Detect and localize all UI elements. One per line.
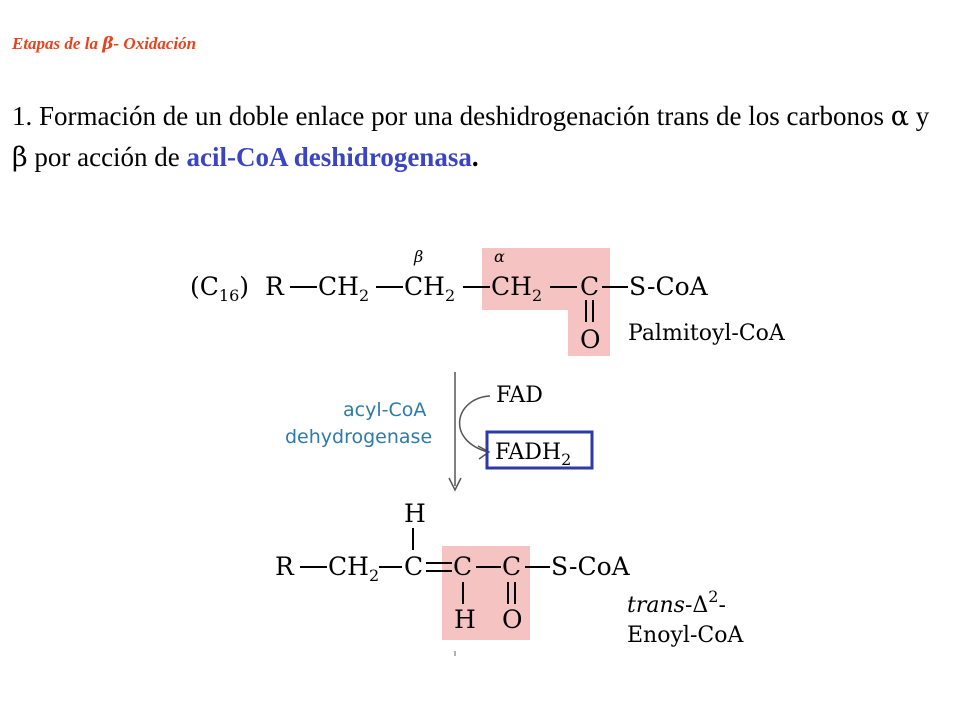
step-period: .: [471, 142, 479, 172]
title-prefix: Etapas de la: [12, 34, 103, 53]
title-suffix: - Oxidación: [113, 34, 197, 53]
reaction-arrow: acyl-CoA dehydrogenase FAD FADH2: [285, 372, 594, 492]
product-scoa: S-CoA: [551, 552, 631, 581]
reactant-r: R: [265, 272, 285, 301]
step-and: y: [908, 101, 930, 131]
enzyme-label-2: dehydrogenase: [285, 426, 432, 448]
beta-label: β: [413, 247, 423, 266]
product-name-2: Enoyl-CoA: [627, 623, 744, 648]
product-carbonyl-c: C: [502, 552, 521, 581]
enzyme-label-1: acyl-CoA: [343, 399, 426, 421]
reactant-ch2-alpha: CH2: [491, 272, 542, 305]
title-beta: β: [102, 34, 114, 54]
c16-label: (C16): [190, 272, 249, 305]
product-c-beta: C: [404, 552, 423, 581]
product-ch2: CH2: [328, 552, 379, 585]
step-text-2: por acción de: [27, 142, 187, 172]
step-description: 1. Formación de un doble enlace por una …: [12, 96, 942, 178]
arrowhead: [448, 477, 462, 492]
fad-label: FAD: [496, 383, 543, 408]
reactant-oxygen: O: [580, 325, 601, 354]
alpha-label: α: [494, 247, 505, 266]
product-top-h: H: [404, 499, 426, 528]
reactant-carbonyl-c: C: [580, 272, 599, 301]
product-bottom-h: H: [454, 605, 476, 634]
beta-symbol: β: [12, 142, 28, 173]
reactant-ch2-beta: CH2: [404, 272, 455, 305]
reactant-name: Palmitoyl-CoA: [628, 321, 786, 346]
alpha-symbol: α: [890, 101, 909, 132]
cofactor-arrow: [459, 395, 491, 453]
product-r: R: [275, 552, 295, 581]
product-structure: H R CH2 C C C S-CoA H O trans-Δ2- Enoyl-…: [275, 499, 744, 656]
fadh2-box: [485, 430, 594, 470]
product-c-alpha: C: [453, 552, 472, 581]
reactant-structure: β α (C16) R CH2 CH2 CH2 C S-CoA O Palmit…: [190, 247, 786, 354]
slide-title: Etapas de la β- Oxidación: [12, 34, 196, 54]
product-name-1: trans-Δ2-: [627, 587, 726, 618]
reactant-highlight: [482, 248, 610, 356]
cofactor-arrowhead: [477, 445, 491, 460]
enzyme-name: acil-CoA deshidrogenasa: [186, 142, 472, 172]
reactant-scoa: S-CoA: [629, 272, 709, 301]
fadh2-label: FADH2: [495, 440, 571, 469]
product-oxygen: O: [502, 605, 523, 634]
step-text-1: 1. Formación de un doble enlace por una …: [12, 101, 891, 131]
reactant-ch2-1: CH2: [318, 272, 369, 305]
